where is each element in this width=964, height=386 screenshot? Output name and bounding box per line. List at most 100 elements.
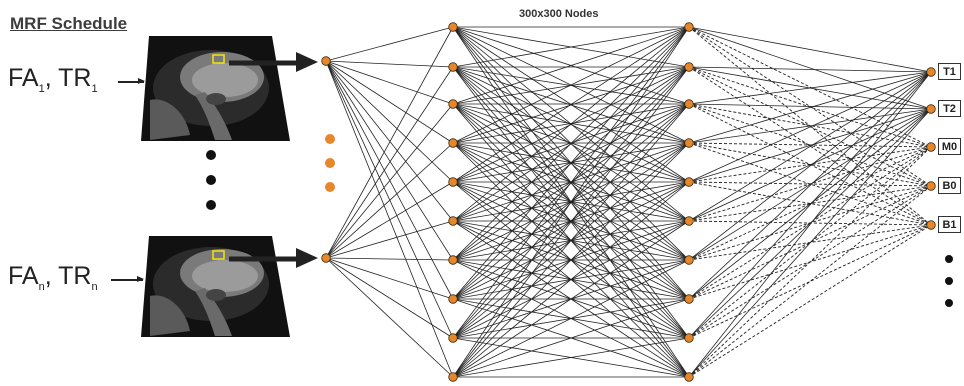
edge-hidden2-output-dashed xyxy=(688,185,932,300)
edge-hidden2-output-dashed xyxy=(688,224,932,378)
edge-hidden2-output-dashed xyxy=(688,103,932,148)
edge-hidden1-hidden2 xyxy=(452,103,690,378)
input-node xyxy=(321,253,331,263)
edge-input-hidden1 xyxy=(325,257,454,378)
input-node xyxy=(321,56,331,66)
edge-hidden1-hidden2 xyxy=(452,26,690,222)
hidden2-node xyxy=(684,177,694,187)
hidden2-node xyxy=(684,62,694,72)
hidden2-node xyxy=(684,255,694,265)
edge-input-hidden1 xyxy=(325,60,454,222)
output-label-t1: T1 xyxy=(938,63,961,80)
edge-input-hidden1 xyxy=(325,257,454,300)
row1-label: FA1, TR1 xyxy=(8,64,98,95)
output-label-b0: B0 xyxy=(938,177,961,194)
output-node xyxy=(926,142,936,152)
hidden2-node xyxy=(684,372,694,382)
edge-input-hidden1 xyxy=(325,60,454,105)
edge-input-hidden1 xyxy=(325,60,454,339)
edge-hidden1-hidden2 xyxy=(452,66,690,144)
hidden1-node xyxy=(448,372,458,382)
edge-hidden2-output xyxy=(688,71,932,144)
edge-hidden1-hidden2 xyxy=(452,26,690,183)
edge-input-hidden1 xyxy=(325,220,454,259)
edge-hidden2-output-dashed xyxy=(688,146,932,222)
edge-input-hidden1 xyxy=(325,257,454,339)
edge-hidden2-output xyxy=(688,71,932,105)
hidden2-node xyxy=(684,294,694,304)
edge-hidden1-hidden2 xyxy=(452,66,690,105)
edge-hidden2-output xyxy=(688,66,932,73)
edge-hidden2-output xyxy=(688,71,932,261)
edge-input-hidden1 xyxy=(325,142,454,259)
edge-hidden2-output xyxy=(688,71,932,378)
output-node xyxy=(926,67,936,77)
hidden1-node xyxy=(448,177,458,187)
edge-hidden2-output xyxy=(688,108,932,144)
hidden2-node xyxy=(684,216,694,226)
edge-hidden2-output-dashed xyxy=(688,26,932,148)
output-label-t2: T2 xyxy=(938,100,961,117)
hidden2-node xyxy=(684,138,694,148)
edge-hidden2-output-dashed xyxy=(688,224,932,339)
edge-hidden2-output-dashed xyxy=(688,146,932,183)
edge-input-hidden1 xyxy=(325,60,454,300)
hidden2-node xyxy=(684,333,694,343)
edge-hidden2-output xyxy=(688,108,932,222)
edge-hidden2-output-dashed xyxy=(688,146,932,339)
edge-input-hidden1 xyxy=(325,257,454,261)
big-arrow-icon xyxy=(229,248,318,268)
edge-hidden2-output-dashed xyxy=(688,185,932,378)
edge-hidden2-output xyxy=(688,108,932,339)
edge-hidden2-output xyxy=(688,108,932,300)
edge-hidden2-output xyxy=(688,71,932,183)
edge-hidden1-hidden2 xyxy=(452,26,690,339)
edge-hidden2-output xyxy=(688,71,932,339)
big-arrow-icon xyxy=(229,52,318,72)
edge-hidden1-hidden2 xyxy=(452,26,690,378)
rown-label: FAn, TRn xyxy=(8,262,98,293)
edge-input-hidden1 xyxy=(325,103,454,259)
output-node xyxy=(926,181,936,191)
edge-hidden2-output xyxy=(688,26,932,110)
hidden2-node xyxy=(684,99,694,109)
edge-hidden1-hidden2 xyxy=(452,26,690,105)
hidden1-node xyxy=(448,333,458,343)
output-label-b1: B1 xyxy=(938,216,961,233)
network-nodes xyxy=(321,22,936,382)
edge-input-hidden1 xyxy=(325,26,454,259)
edge-hidden1-hidden2 xyxy=(452,259,690,378)
edge-input-hidden1 xyxy=(325,26,454,62)
edge-hidden2-output xyxy=(688,71,932,222)
ellipsis-dots-icon xyxy=(325,134,335,192)
mri-image-bottom xyxy=(141,236,290,337)
edge-hidden2-output xyxy=(688,26,932,73)
edge-hidden1-hidden2 xyxy=(452,26,690,261)
hidden1-node xyxy=(448,255,458,265)
small-arrow-icon xyxy=(118,78,145,84)
hidden1-node xyxy=(448,138,458,148)
edge-hidden1-hidden2 xyxy=(452,26,690,300)
edge-hidden2-output xyxy=(688,71,932,300)
edge-input-hidden1 xyxy=(325,181,454,259)
hidden1-node xyxy=(448,62,458,72)
edge-hidden2-output-dashed xyxy=(688,66,932,148)
edge-hidden2-output xyxy=(688,103,932,110)
small-arrow-icon xyxy=(111,276,144,282)
edge-hidden1-hidden2 xyxy=(452,337,690,378)
mri-image-top xyxy=(141,36,290,141)
edge-hidden1-hidden2 xyxy=(452,26,690,144)
edge-hidden2-output-dashed xyxy=(688,146,932,261)
edge-input-hidden1 xyxy=(325,60,454,378)
output-label-m0: M0 xyxy=(938,138,961,155)
edge-hidden1-hidden2 xyxy=(452,298,690,378)
edge-hidden1-hidden2 xyxy=(452,220,690,378)
edge-hidden1-hidden2 xyxy=(452,26,690,68)
edge-hidden2-output-dashed xyxy=(688,142,932,148)
hidden1-node xyxy=(448,294,458,304)
edge-hidden2-output xyxy=(688,108,932,261)
yellow-roi-box-icon xyxy=(212,54,225,64)
edge-hidden1-hidden2 xyxy=(452,181,690,378)
edge-hidden1-hidden2 xyxy=(452,142,690,378)
